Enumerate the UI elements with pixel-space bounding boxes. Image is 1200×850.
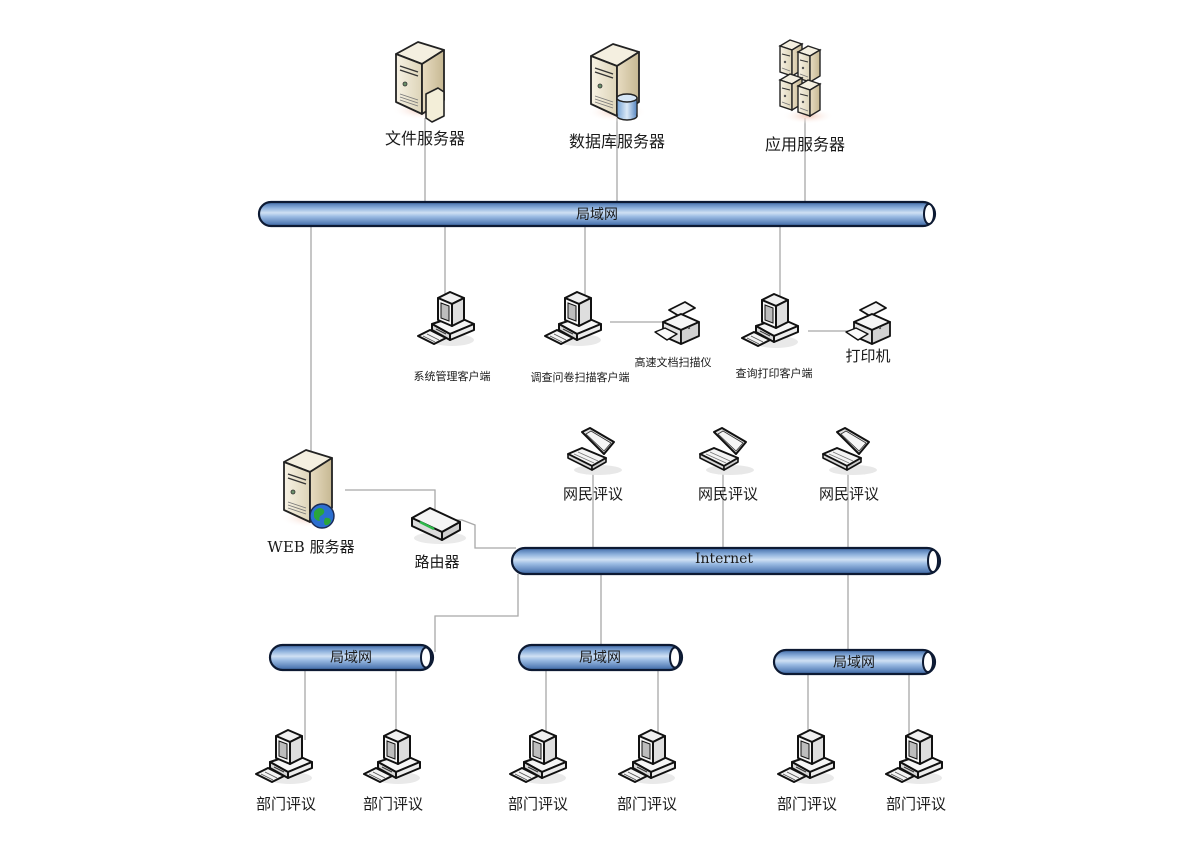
database-server-label: 数据库服务器 xyxy=(568,132,666,151)
dept-pc-5-icon xyxy=(777,729,835,785)
survey-scan-client-icon xyxy=(544,291,602,347)
app-server-icon xyxy=(779,39,834,124)
connection-lines xyxy=(304,118,910,740)
dept-pc-6-icon xyxy=(885,729,943,785)
netizen-label-3: 网民评议 xyxy=(818,485,880,503)
survey-scan-client-label: 调查问卷扫描客户端 xyxy=(530,371,630,384)
router-label: 路由器 xyxy=(414,553,460,571)
dept-label-6: 部门评议 xyxy=(885,795,947,813)
query-print-client-icon xyxy=(741,293,799,349)
scanner-icon xyxy=(654,301,700,345)
router-icon xyxy=(411,507,466,544)
dept-lan-3-pipe xyxy=(772,648,937,676)
database-server-icon xyxy=(586,43,648,123)
query-print-client-label: 查询打印客户端 xyxy=(735,367,813,380)
printer-icon xyxy=(845,301,891,345)
dept-label-1: 部门评议 xyxy=(255,795,317,813)
app-server-label: 应用服务器 xyxy=(764,135,846,154)
dept-pc-1-icon xyxy=(255,729,313,785)
dept-label-3: 部门评议 xyxy=(507,795,569,813)
dept-pc-2-icon xyxy=(363,729,421,785)
link-web-router xyxy=(345,489,516,549)
netizen-laptop-1-icon xyxy=(567,427,623,476)
dept-label-4: 部门评议 xyxy=(616,795,678,813)
dept-pc-3-icon xyxy=(509,729,567,785)
internet-label: Internet xyxy=(694,551,754,567)
internet-pipe xyxy=(510,546,942,576)
sys-admin-client-icon xyxy=(417,291,475,347)
dept-lan-1-pipe xyxy=(268,643,435,672)
main-lan-label: 局域网 xyxy=(576,207,618,223)
printer-label: 打印机 xyxy=(845,347,891,365)
dept-lan-3-label: 局域网 xyxy=(833,655,875,671)
sys-admin-client-label: 系统管理客户端 xyxy=(413,370,491,383)
web-server-label: WEB 服务器 xyxy=(267,538,355,556)
dept-label-2: 部门评议 xyxy=(362,795,424,813)
dept-lan-2-label: 局域网 xyxy=(579,650,621,666)
netizen-laptop-3-icon xyxy=(822,427,878,476)
netizen-label-1: 网民评议 xyxy=(562,485,624,503)
scanner-label: 高速文档扫描仪 xyxy=(634,356,712,369)
file-server-label: 文件服务器 xyxy=(384,129,466,148)
dept-lan-1-label: 局域网 xyxy=(330,650,372,666)
file-server-icon xyxy=(391,41,453,123)
link-internet-lan1 xyxy=(434,574,519,652)
main-lan-pipe xyxy=(257,200,937,228)
netizen-label-2: 网民评议 xyxy=(697,485,759,503)
dept-label-5: 部门评议 xyxy=(776,795,838,813)
web-server-icon xyxy=(279,449,341,529)
dept-pc-4-icon xyxy=(618,729,676,785)
dept-lan-2-pipe xyxy=(517,643,684,672)
netizen-laptop-2-icon xyxy=(699,427,755,476)
